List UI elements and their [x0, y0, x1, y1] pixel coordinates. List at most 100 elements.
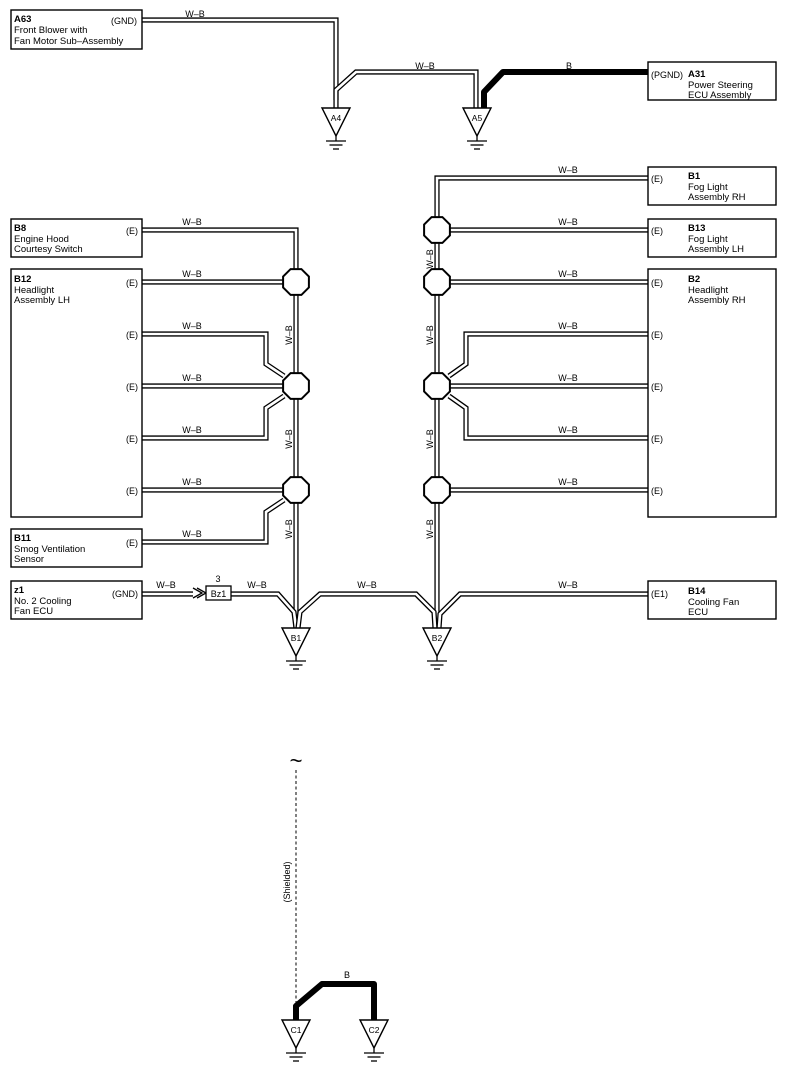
component-b8: B8 Engine Hood Courtesy Switch (E): [10, 218, 143, 258]
component-name: Front Blower with: [14, 25, 87, 36]
component-name: Headlight: [688, 285, 728, 296]
wire-color-label: W–B: [182, 321, 202, 331]
terminal-label: (E): [126, 486, 138, 496]
component-code: A63: [14, 14, 31, 25]
ground-label: A5: [472, 113, 483, 123]
wire-color-label: W–B: [185, 9, 205, 19]
ground-symbol-c1: C1: [280, 1019, 312, 1062]
wire-w-b: [142, 393, 286, 441]
component-name: ECU Assembly: [688, 90, 752, 101]
wire-color-label: W–B: [558, 165, 578, 175]
connector-pin: 3: [215, 574, 220, 584]
junction-icon: [282, 268, 310, 296]
component-name: Cooling Fan: [688, 597, 739, 608]
component-name: Smog Ventilation: [14, 544, 85, 555]
wire-w-b: [231, 591, 299, 629]
wire-w-b: [447, 393, 648, 441]
terminal-label: (E): [651, 174, 663, 184]
wire-color-label: W–B: [182, 529, 202, 539]
terminal-label: (E): [651, 278, 663, 288]
shielded-label: (Shielded): [282, 861, 292, 902]
wire-color-label: W–B: [415, 61, 435, 71]
ground-symbol-b2: B2: [421, 627, 453, 670]
component-code: A31: [688, 69, 706, 80]
break-mark-icon: ~: [290, 748, 303, 773]
wire-color-label: W–B: [284, 429, 294, 449]
component-name: Assembly RH: [688, 192, 746, 203]
terminal-label: (E): [651, 382, 663, 392]
wire-w-b: [295, 591, 438, 629]
wire-w-b: [142, 17, 339, 108]
component-name: ECU: [688, 607, 708, 618]
wire-color-label: W–B: [425, 249, 435, 269]
wire-color-label: W–B: [182, 425, 202, 435]
component-code: B12: [14, 274, 31, 285]
junction-icon: [282, 372, 310, 400]
wire-w-b: [434, 175, 648, 628]
component-name: Fan Motor Sub–Assembly: [14, 36, 124, 47]
component-b11: B11 Smog Ventilation Sensor (E): [10, 528, 143, 568]
component-name: Fog Light: [688, 234, 728, 245]
junction-icon: [282, 476, 310, 504]
component-code: B11: [14, 533, 32, 544]
component-name: Fog Light: [688, 182, 728, 193]
component-name: Courtesy Switch: [14, 244, 83, 255]
component-code: B2: [688, 274, 700, 285]
wire-b: [481, 69, 648, 108]
wire-w-b: [436, 591, 648, 629]
wire-color-label: W–B: [156, 580, 176, 590]
wire-w-b: [333, 69, 479, 108]
wire-color-label: W–B: [357, 580, 377, 590]
component-code: B14: [688, 586, 706, 597]
component-z1: z1 No. 2 Cooling Fan ECU (GND): [10, 580, 143, 620]
wire-color-label: W–B: [182, 477, 202, 487]
ground-triangle-icon: [320, 107, 352, 138]
junction-icon: [423, 476, 451, 504]
wire-color-label: W–B: [558, 580, 578, 590]
connector-arrow-icon: [192, 587, 204, 599]
ground-triangle-icon: [461, 107, 493, 138]
component-code: z1: [14, 585, 25, 596]
wire-color-label: W–B: [182, 373, 202, 383]
ground-label: A4: [331, 113, 342, 123]
terminal-label: (E1): [651, 589, 668, 599]
shielded-section: ~ (Shielded): [282, 748, 302, 1008]
terminal-label: (E): [126, 330, 138, 340]
wire-color-label: W–B: [425, 325, 435, 345]
wires: [142, 17, 648, 1020]
ground-label: B1: [291, 633, 302, 643]
component-a63: A63 Front Blower with Fan Motor Sub–Asse…: [10, 9, 143, 50]
wire-labels: W–B W–B B W–B W–B W–B W–B W–B W–B W–B W–…: [156, 9, 578, 980]
ground-label: B2: [432, 633, 443, 643]
terminal-label: (E): [651, 486, 663, 496]
component-code: B8: [14, 223, 26, 234]
junction-icon: [423, 268, 451, 296]
terminal-label: (E): [651, 330, 663, 340]
wire-w-b: [142, 497, 286, 545]
wire-color-label: W–B: [182, 217, 202, 227]
component-name: Power Steering: [688, 80, 753, 91]
component-b12: B12 Headlight Assembly LH (E) (E) (E) (E…: [10, 268, 143, 518]
component-name: Headlight: [14, 285, 54, 296]
terminal-label: (E): [651, 226, 663, 236]
component-b2: B2 Headlight Assembly RH (E) (E) (E) (E)…: [647, 268, 777, 518]
ground-triangle-icon: [280, 627, 312, 658]
terminal-label: (E): [126, 226, 138, 236]
wire-color-label: W–B: [558, 269, 578, 279]
component-code: B13: [688, 223, 705, 234]
wire-color-label: W–B: [284, 519, 294, 539]
component-name: Fan ECU: [14, 606, 53, 617]
terminal-label: (E): [126, 434, 138, 444]
junctions: [282, 216, 451, 504]
ground-label: C2: [369, 1025, 380, 1035]
component-b13: B13 Fog Light Assembly LH (E): [647, 218, 777, 258]
junction-icon: [423, 216, 451, 244]
junction-icon: [423, 372, 451, 400]
terminal-label: (E): [126, 278, 138, 288]
component-name: Assembly LH: [688, 244, 744, 255]
connector-label: Bz1: [211, 589, 227, 599]
ground-symbol-a4: A4: [320, 107, 352, 150]
wire-b: [293, 981, 377, 1020]
wire-color-label: W–B: [425, 519, 435, 539]
